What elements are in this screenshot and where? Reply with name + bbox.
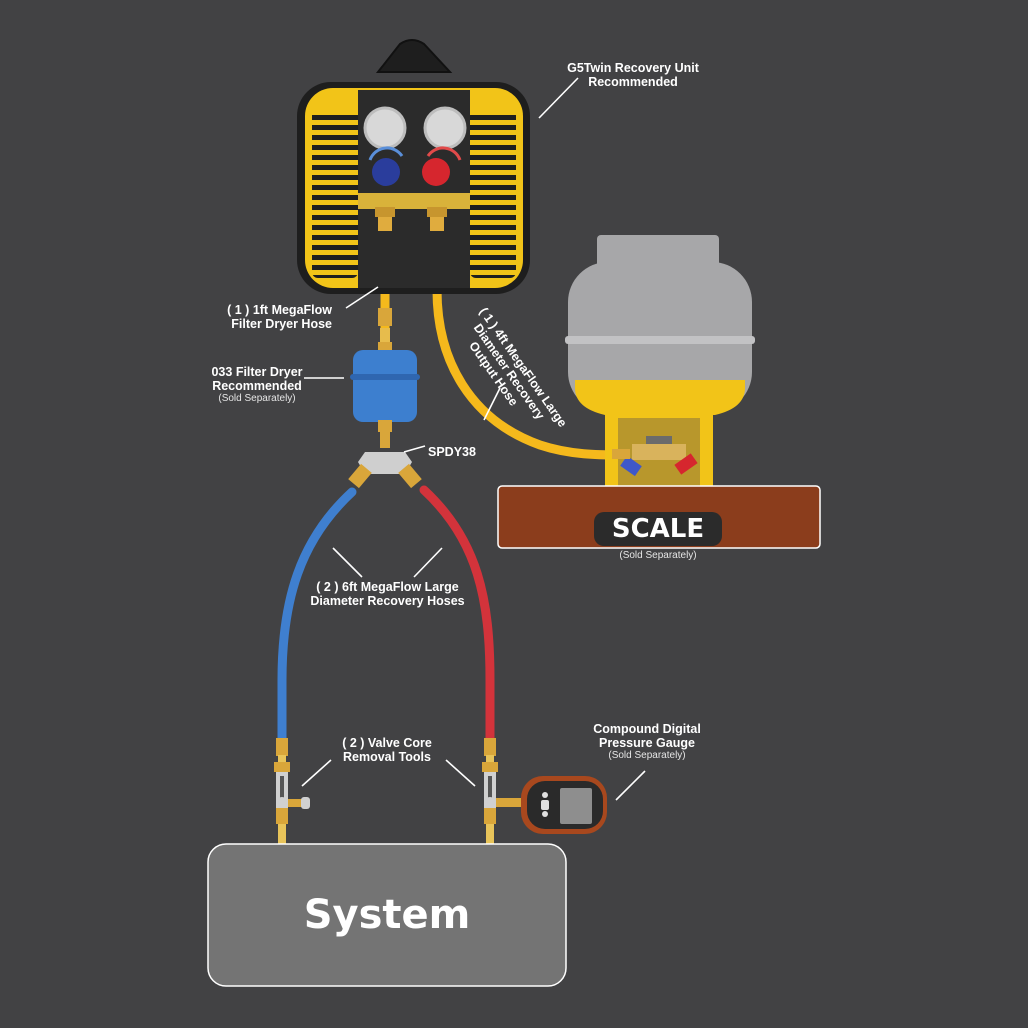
scale-label: SCALE (611, 514, 705, 544)
leader-output-hose (483, 387, 501, 421)
low-gauge-icon (363, 106, 407, 150)
left-valve-core-tool (274, 738, 310, 844)
label-valve-tools: ( 2 ) Valve Core Removal Tools (327, 736, 447, 764)
label-line: Recommended (588, 75, 678, 89)
spdy38-tee (348, 430, 422, 489)
label-line: Recommended (212, 379, 302, 393)
right-valve-core-tool (482, 738, 524, 844)
label-line: Pressure Gauge (599, 736, 695, 750)
label-filter-dryer: 033 Filter Dryer Recommended (Sold Separ… (196, 365, 318, 405)
label-line: Compound Digital (593, 722, 701, 736)
scale-note: (Sold Separately) (594, 550, 722, 562)
g5twin-recovery-unit (297, 39, 530, 294)
leader-filter-hose (345, 286, 379, 309)
label-note: (Sold Separately) (218, 393, 296, 404)
label-filter-hose: ( 1 ) 1ft MegaFlow Filter Dryer Hose (200, 303, 332, 331)
system-label: System (303, 892, 471, 938)
label-gauge: Compound Digital Pressure Gauge (Sold Se… (582, 722, 712, 762)
label-tee: SPDY38 (428, 445, 476, 459)
blue-recovery-hose (277, 487, 357, 747)
label-line: ( 1 ) 1ft MegaFlow (227, 303, 332, 317)
compound-digital-gauge (521, 776, 607, 834)
scale (497, 485, 821, 549)
leader-left-tool (301, 759, 332, 787)
label-recovery-unit: G5Twin Recovery Unit Recommended (548, 61, 718, 89)
label-recovery-hoses: ( 2 ) 6ft MegaFlow Large Diameter Recove… (300, 580, 475, 608)
high-gauge-icon (423, 106, 467, 150)
label-line: Filter Dryer Hose (231, 317, 332, 331)
label-line: ( 2 ) Valve Core (342, 736, 432, 750)
red-recovery-hose (419, 485, 495, 747)
label-note: (Sold Separately) (619, 550, 697, 561)
callout-lines (301, 77, 646, 801)
filter-dryer (350, 342, 420, 432)
recovery-tank (565, 235, 755, 488)
label-line: Removal Tools (343, 750, 431, 764)
leader-blue-hose (332, 547, 363, 578)
label-line: 033 Filter Dryer (211, 365, 303, 379)
leader-tee (403, 445, 426, 453)
blue-knob-icon (372, 158, 400, 186)
output-hose (432, 225, 625, 460)
system-box (207, 843, 567, 987)
label-line: Diameter Recovery Hoses (310, 594, 465, 608)
leader-recovery-unit (538, 77, 579, 119)
label-note: (Sold Separately) (608, 750, 686, 761)
leader-gauge (615, 770, 646, 801)
red-knob-icon (422, 158, 450, 186)
label-line: ( 2 ) 6ft MegaFlow Large (316, 580, 459, 594)
label-line: G5Twin Recovery Unit (567, 61, 699, 75)
leader-right-tool (445, 759, 476, 787)
leader-red-hose (413, 547, 443, 578)
